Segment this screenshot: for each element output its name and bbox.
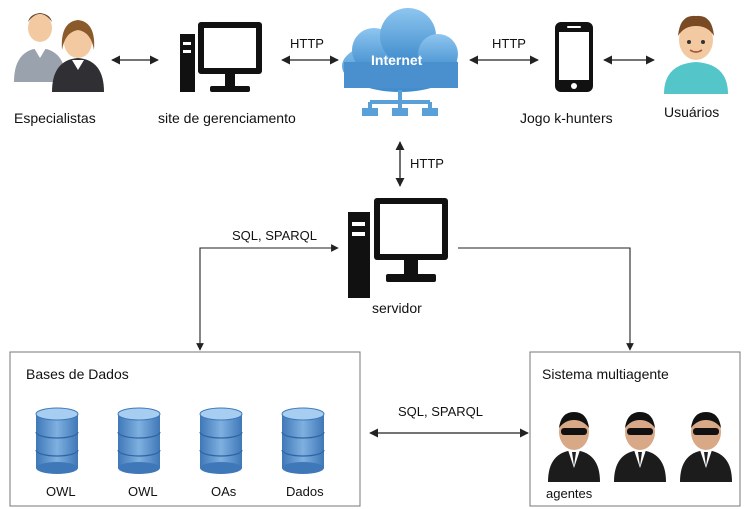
user-icon — [664, 15, 728, 94]
site-label: site de gerenciamento — [158, 110, 296, 126]
database-icon — [281, 407, 325, 474]
database-label: OWL — [46, 484, 76, 499]
agent-icon — [680, 412, 732, 482]
edge-label-sql-sparql: SQL, SPARQL — [398, 404, 484, 419]
internet-label: Internet — [371, 52, 423, 68]
bases-title: Bases de Dados — [26, 366, 129, 382]
edge-label-http: HTTP — [290, 36, 324, 51]
smartphone-icon — [555, 22, 593, 92]
jogo-label: Jogo k-hunters — [520, 110, 613, 126]
arrow-servidor-agentes — [458, 247, 634, 351]
connectors — [111, 55, 655, 438]
edge-label-sql-sparql: SQL, SPARQL — [232, 228, 318, 243]
arrow-servidor-bases — [196, 244, 339, 351]
desktop-computer-icon — [180, 22, 262, 92]
database-label: OAs — [211, 484, 237, 499]
database-icon — [35, 407, 79, 474]
database-icon — [199, 407, 243, 474]
agent-icon — [548, 412, 600, 482]
edge-label-http: HTTP — [410, 156, 444, 171]
database-icon — [117, 407, 161, 474]
especialistas-label: Especialistas — [14, 110, 96, 126]
agents-caption: agentes — [546, 486, 593, 501]
servidor-label: servidor — [372, 300, 422, 316]
agents-title: Sistema multiagente — [542, 366, 669, 382]
database-label: Dados — [286, 484, 324, 499]
cloud-network-icon — [342, 8, 458, 116]
agent-icon — [614, 412, 666, 482]
desktop-computer-icon — [348, 198, 448, 298]
database-label: OWL — [128, 484, 158, 499]
people-icon — [14, 13, 104, 92]
edge-label-http: HTTP — [492, 36, 526, 51]
usuarios-label: Usuários — [664, 104, 720, 120]
